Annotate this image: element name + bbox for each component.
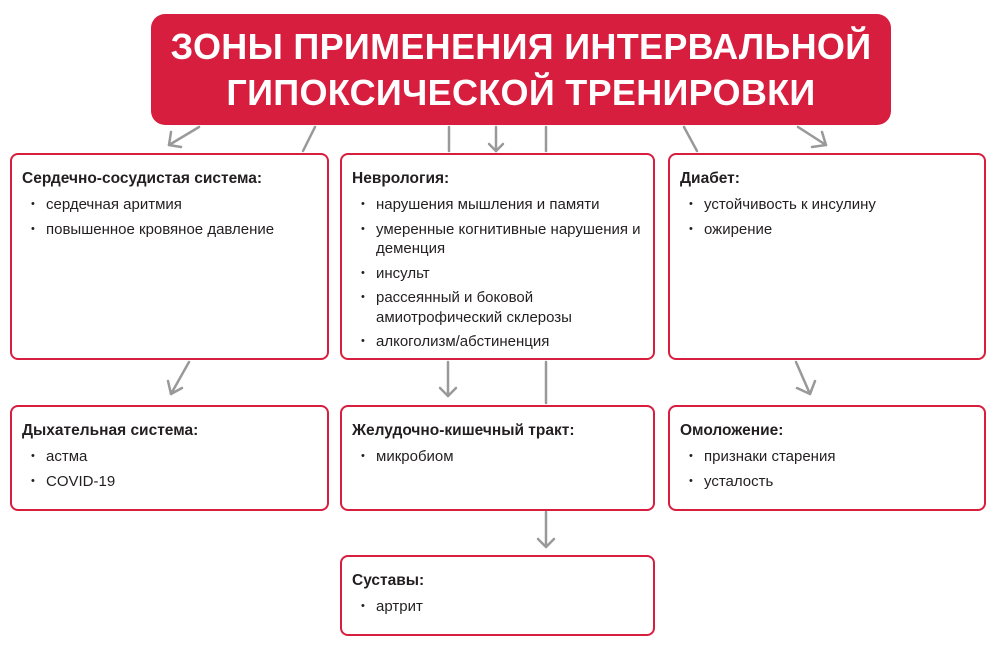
list-item: рассеянный и боковой амиотрофический скл… (352, 288, 641, 327)
card-cardiovascular: Сердечно-сосудистая система: сердечная а… (10, 153, 329, 360)
card-list: микробиом (352, 447, 641, 467)
card-respiratory: Дыхательная система: астма COVID-19 (10, 405, 329, 511)
card-list: сердечная аритмия повышенное кровяное да… (22, 195, 315, 239)
arrow-cardio-resp (169, 360, 191, 396)
card-diabetes: Диабет: устойчивость к инсулину ожирение (668, 153, 986, 360)
arrowhead-title-neuro (487, 142, 505, 153)
card-list: устойчивость к инсулину ожирение (680, 195, 972, 239)
diagram-title: ЗОНЫ ПРИМЕНЕНИЯ ИНТЕРВАЛЬНОЙ ГИПОКСИЧЕСК… (170, 25, 872, 113)
card-title: Дыхательная система: (22, 422, 199, 439)
arrow-title-diab (796, 125, 828, 147)
list-item: COVID-19 (22, 472, 315, 492)
arrow-title-cardio (167, 125, 201, 147)
list-item: усталость (680, 472, 972, 492)
list-item: астма (22, 447, 315, 467)
arrowhead-title-cardio (167, 130, 183, 149)
card-list: нарушения мышления и памяти умеренные ко… (352, 195, 641, 352)
list-item: микробиом (352, 447, 641, 467)
arrowhead-neuro-gi (438, 386, 458, 398)
arrowhead-cardio-resp (166, 379, 184, 396)
arrow-diab-rejuv (794, 360, 812, 396)
card-gastrointestinal: Желудочно-кишечный тракт: микробиом (340, 405, 655, 511)
list-item: устойчивость к инсулину (680, 195, 972, 215)
list-item: умеренные когнитивные нарушения и деменц… (352, 220, 641, 259)
title-banner: ЗОНЫ ПРИМЕНЕНИЯ ИНТЕРВАЛЬНОЙ ГИПОКСИЧЕСК… (151, 14, 891, 125)
card-joints: Суставы: артрит (340, 555, 655, 636)
card-title: Желудочно-кишечный тракт: (352, 422, 575, 439)
card-neurology: Неврология: нарушения мышления и памяти … (340, 153, 655, 360)
line-title-cardio-2 (301, 125, 317, 153)
list-item: ожирение (680, 220, 972, 240)
list-item: артрит (352, 597, 641, 617)
list-item: нарушения мышления и памяти (352, 195, 641, 215)
list-item: алкоголизм/абстиненция (352, 332, 641, 352)
list-item: сердечная аритмия (22, 195, 315, 215)
card-list: астма COVID-19 (22, 447, 315, 491)
list-item: инсульт (352, 264, 641, 284)
line-title-diab (682, 125, 699, 153)
card-title: Сердечно-сосудистая система: (22, 170, 263, 187)
card-title: Суставы: (352, 572, 425, 589)
card-rejuvenation: Омоложение: признаки старения усталость (668, 405, 986, 511)
list-item: повышенное кровяное давление (22, 220, 315, 240)
card-list: признаки старения усталость (680, 447, 972, 491)
card-title: Омоложение: (680, 422, 784, 439)
card-title: Диабет: (680, 170, 740, 187)
arrowhead-diab-rejuv (795, 379, 817, 396)
arrowhead-title-diab (810, 130, 828, 149)
card-title: Неврология: (352, 170, 450, 187)
arrowhead-gi-joints (536, 537, 556, 549)
list-item: признаки старения (680, 447, 972, 467)
card-list: артрит (352, 597, 641, 617)
